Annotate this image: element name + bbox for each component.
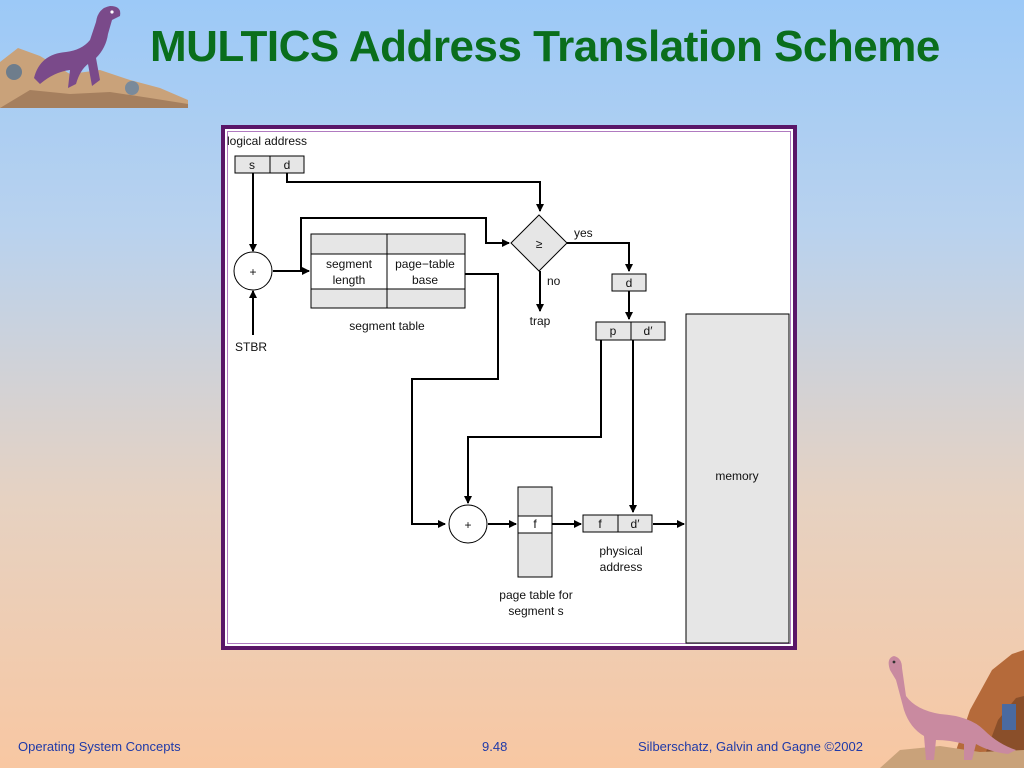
p-dprime-box bbox=[595, 321, 666, 341]
page-table-base-line1: page−table bbox=[395, 257, 455, 271]
address-translation-diagram: logical address s d + STBR segment lengt… bbox=[227, 134, 790, 644]
memory-block bbox=[685, 313, 790, 644]
page-table bbox=[517, 486, 553, 578]
physical-dprime-field: d′ bbox=[631, 517, 641, 531]
page-table-f: f bbox=[533, 517, 537, 531]
page-adder-plus: + bbox=[464, 518, 471, 532]
d-split-field: d bbox=[626, 276, 633, 290]
memory-label: memory bbox=[715, 469, 758, 483]
comparator-symbol: ≥ bbox=[536, 237, 543, 251]
segment-table bbox=[310, 233, 466, 309]
slide-title: MULTICS Address Translation Scheme bbox=[150, 22, 940, 71]
logical-address-box bbox=[234, 155, 305, 174]
d-to-compare-line bbox=[286, 173, 544, 212]
diagram-frame: logical address s d + STBR segment lengt… bbox=[221, 125, 797, 650]
page-table-base-to-adder-line bbox=[411, 273, 499, 528]
footer-copyright: Silberschatz, Galvin and Gagne ©2002 bbox=[638, 739, 863, 754]
physical-address-line2: address bbox=[600, 560, 643, 574]
physical-address-line1: physical bbox=[599, 544, 642, 558]
comparator-diamond bbox=[510, 214, 568, 272]
footer-course-title: Operating System Concepts bbox=[18, 739, 181, 754]
trap-label: trap bbox=[530, 314, 551, 328]
segment-table-label: segment table bbox=[349, 319, 425, 333]
page-table-base-line2: base bbox=[412, 273, 438, 287]
no-label: no bbox=[547, 274, 561, 288]
p-to-adder-line bbox=[464, 340, 602, 504]
footer-page-number: 9.48 bbox=[482, 739, 508, 754]
page-table-label-line1: page table for bbox=[499, 588, 572, 602]
page-table-label-line2: segment s bbox=[508, 604, 563, 618]
physical-f-field: f bbox=[598, 517, 602, 531]
yes-branch-line bbox=[567, 242, 633, 272]
page-adder bbox=[448, 504, 488, 544]
diagram-inner-border bbox=[227, 131, 791, 644]
stbr-label: STBR bbox=[235, 340, 267, 354]
d-field: d bbox=[284, 158, 291, 172]
logical-address-label: logical address bbox=[227, 134, 307, 148]
dinosaur-illustration-top bbox=[0, 6, 188, 108]
p-field: p bbox=[610, 324, 617, 338]
segment-length-line1: segment bbox=[326, 257, 373, 271]
segment-length-line2: length bbox=[333, 273, 366, 287]
dprime-field: d′ bbox=[644, 324, 654, 338]
physical-address-box bbox=[582, 514, 653, 533]
s-field: s bbox=[249, 158, 255, 172]
segment-adder-plus: + bbox=[249, 265, 256, 279]
segment-adder bbox=[233, 251, 273, 291]
yes-label: yes bbox=[574, 226, 593, 240]
dinosaur-illustration-bottom bbox=[880, 650, 1024, 768]
segment-length-to-compare-line bbox=[300, 217, 510, 271]
d-split-box bbox=[611, 273, 647, 292]
